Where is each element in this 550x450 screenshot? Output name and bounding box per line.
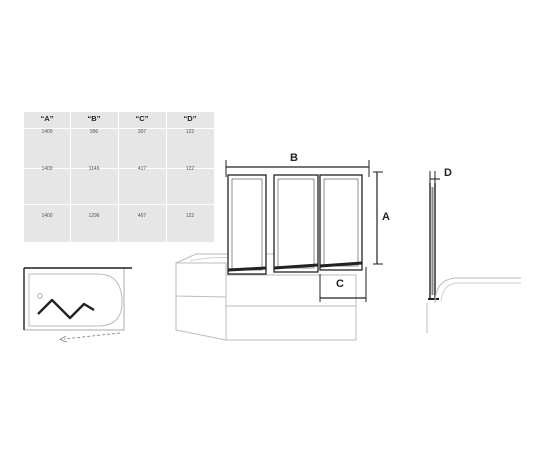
dimension-b-label: B (290, 152, 298, 164)
table-header-c: “C” (135, 114, 149, 123)
dimension-c-label: C (336, 278, 344, 290)
table-cell: 1400 (41, 213, 53, 219)
folding-screen (37, 298, 95, 320)
perspective-diagram (175, 160, 383, 341)
dimension-a-ticks (373, 171, 383, 265)
drain-icon (37, 293, 43, 299)
dimension-d-ticks (429, 171, 436, 185)
table-divider (166, 112, 167, 242)
screen-panel (319, 174, 363, 271)
dimension-b-ticks (225, 160, 370, 177)
table-divider (24, 204, 214, 205)
table-cell: 1296 (88, 213, 100, 219)
tub-basin (28, 273, 123, 327)
table-cell: 417 (137, 166, 147, 172)
top-view-diagram (23, 267, 132, 343)
side-view-diagram (426, 171, 521, 333)
spec-table: “A” “B” “C” “D” 1400 996 307 122 1400 11… (24, 112, 214, 242)
fold-direction-arrow (63, 332, 121, 340)
table-header-b: “B” (87, 114, 101, 123)
arrow-head (58, 335, 68, 343)
tub-side (175, 262, 227, 298)
tub-outline (24, 267, 125, 331)
table-cell: 122 (185, 213, 195, 219)
dimension-c-ticks (319, 267, 367, 302)
screen-panel (273, 174, 319, 273)
table-cell: 996 (89, 129, 99, 135)
table-cell: 307 (137, 129, 147, 135)
screen-panel (227, 174, 267, 275)
table-cell: 467 (137, 213, 147, 219)
table-divider (24, 168, 214, 169)
table-cell: 1400 (41, 166, 53, 172)
tub-front (225, 297, 357, 341)
table-divider (70, 112, 71, 242)
tub-edge (434, 277, 521, 304)
table-divider (24, 128, 214, 129)
tub-inner (440, 282, 521, 302)
tub-side (175, 296, 227, 341)
table-cell: 1400 (41, 129, 53, 135)
dimension-d-label: D (444, 167, 452, 179)
table-header-d: “D” (183, 114, 197, 123)
dimension-a-label: A (382, 211, 390, 223)
table-divider (118, 112, 119, 242)
table-cell: 122 (185, 129, 195, 135)
table-cell: 122 (185, 166, 195, 172)
table-header-a: “A” (40, 114, 54, 123)
table-cell: 1146 (88, 166, 100, 172)
